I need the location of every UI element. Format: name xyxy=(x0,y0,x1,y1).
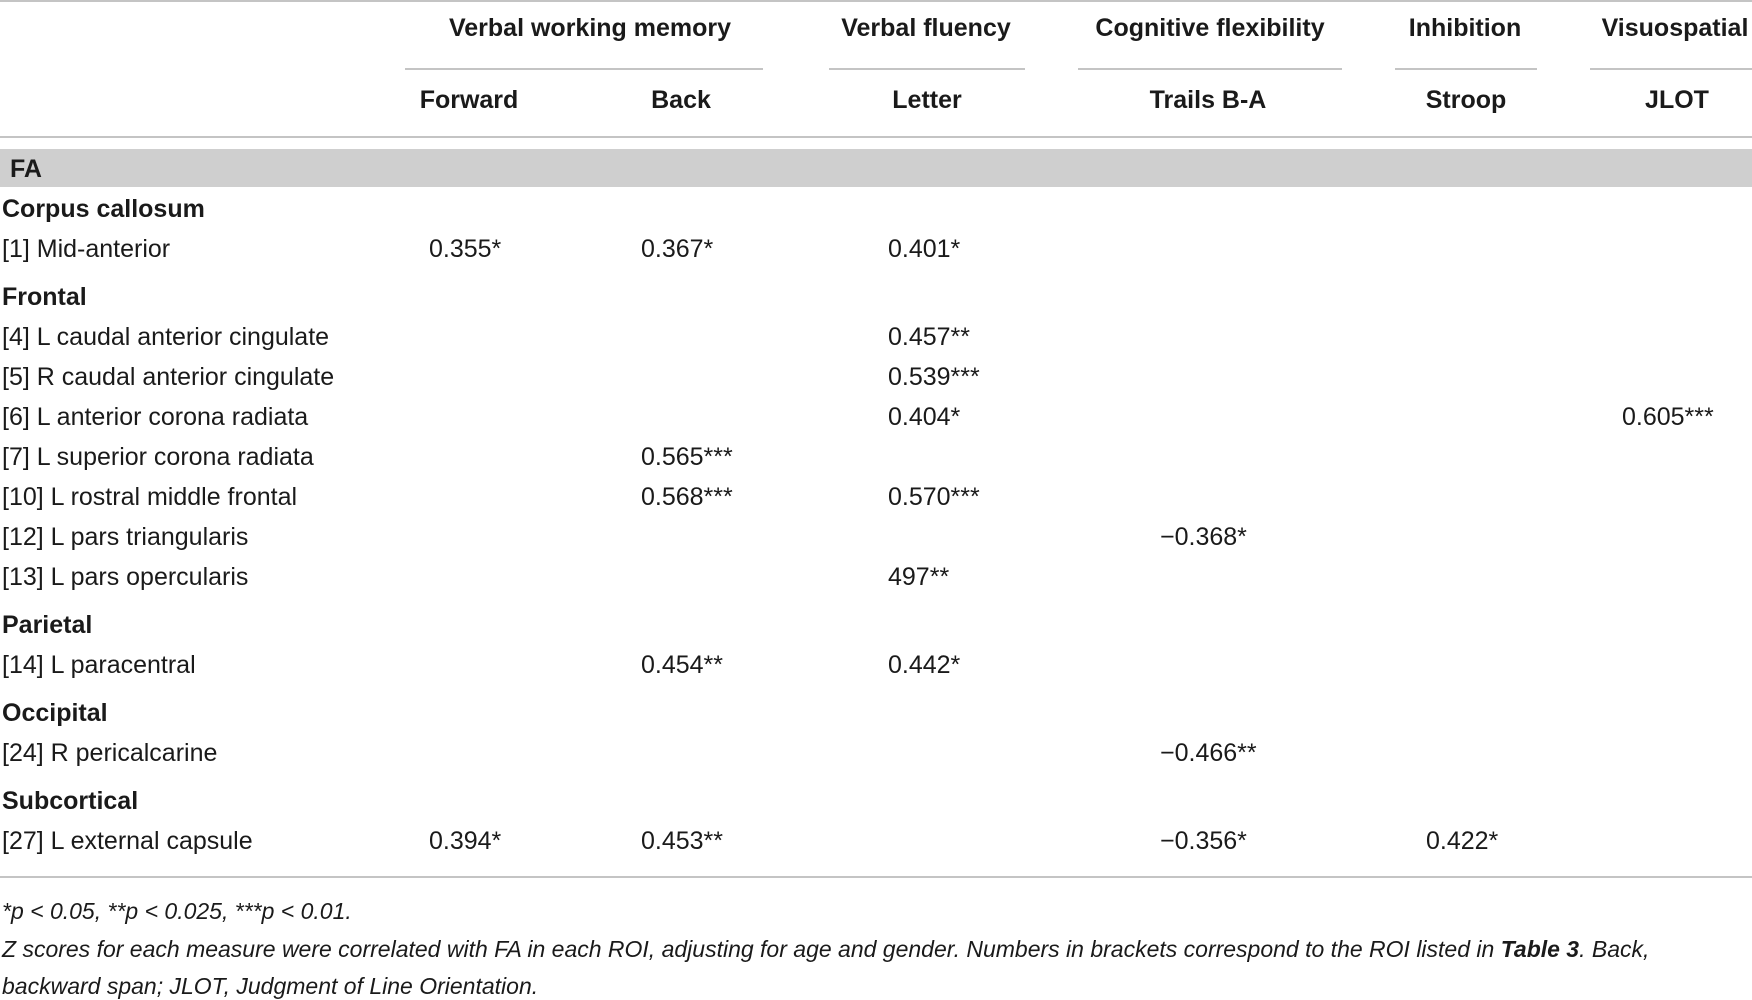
section-heading: Corpus callosum xyxy=(2,195,205,223)
section-heading-row: Occipital xyxy=(0,699,1752,735)
table-row: [4] L caudal anterior cingulate 0.457** xyxy=(0,323,1752,359)
group-header: Inhibition xyxy=(1408,14,1522,42)
table-cell: 0.565*** xyxy=(641,443,733,471)
table-cell: 0.367* xyxy=(641,235,714,263)
table-cell: −0.466** xyxy=(1160,739,1257,767)
section-heading-row: Subcortical xyxy=(0,787,1752,823)
roi-label: [12] L pars triangularis xyxy=(2,523,249,551)
table-cell: 0.422* xyxy=(1426,827,1499,855)
roi-label: [1] Mid-anterior xyxy=(2,235,171,263)
section-heading: Frontal xyxy=(2,283,87,311)
section-heading-row: Parietal xyxy=(0,611,1752,647)
column-header: Back xyxy=(651,86,711,114)
roi-label: [10] L rostral middle frontal xyxy=(2,483,298,511)
column-header: Stroop xyxy=(1425,86,1507,114)
table-cell: 0.394* xyxy=(429,827,502,855)
table-cell: 0.454** xyxy=(641,651,724,679)
footnote-significance: *p < 0.05, **p < 0.025, ***p < 0.01. xyxy=(2,898,352,924)
roi-label: [27] L external capsule xyxy=(2,827,253,855)
table-cell: −0.356* xyxy=(1160,827,1247,855)
column-header: Letter xyxy=(892,86,962,114)
table-cell: −0.368* xyxy=(1160,523,1247,551)
table-cell: 0.442* xyxy=(888,651,961,679)
table-cell: 0.355* xyxy=(429,235,502,263)
group-underline xyxy=(1590,68,1752,70)
group-underline xyxy=(829,68,1025,70)
roi-label: [24] R pericalcarine xyxy=(2,739,218,767)
roi-label: [4] L caudal anterior cingulate xyxy=(2,323,330,351)
section-heading: Occipital xyxy=(2,699,108,727)
group-header: Cognitive flexibility xyxy=(1095,14,1325,42)
table-row: [24] R pericalcarine −0.466** xyxy=(0,739,1752,775)
roi-label: [14] L paracentral xyxy=(2,651,196,679)
footnote-description-tail: . Back, xyxy=(1579,936,1650,962)
fa-band-label: FA xyxy=(10,155,42,183)
table-cell: 0.605*** xyxy=(1622,403,1714,431)
footnote-description: Z scores for each measure were correlate… xyxy=(2,936,1649,963)
table-cell: 0.401* xyxy=(888,235,961,263)
footnote-abbreviations: backward span; JLOT, Judgment of Line Or… xyxy=(2,973,539,999)
group-underline xyxy=(405,68,763,70)
table-row: [27] L external capsule 0.394* 0.453** −0.3… xyxy=(0,827,1752,863)
table-row: [6] L anterior corona radiata 0.404* 0.605… xyxy=(0,403,1752,439)
table-cell: 0.570*** xyxy=(888,483,980,511)
table-cell: 0.568*** xyxy=(641,483,733,511)
footnote-description-text: Z scores for each measure were correlate… xyxy=(2,936,1501,962)
section-heading-row: Frontal xyxy=(0,283,1752,319)
group-header: Verbal fluency xyxy=(841,14,1011,42)
section-heading-row: Corpus callosum xyxy=(0,195,1752,231)
column-header: JLOT xyxy=(1645,86,1709,114)
table-bottom-rule xyxy=(0,876,1752,878)
table-row: [13] L pars opercularis 497** xyxy=(0,563,1752,599)
group-underline xyxy=(1395,68,1537,70)
table-row: [7] L superior corona radiata 0.565*** xyxy=(0,443,1752,479)
roi-label: [6] L anterior corona radiata xyxy=(2,403,309,431)
table-cell: 0.404* xyxy=(888,403,961,431)
table-row: [10] L rostral middle frontal 0.568*** 0.5… xyxy=(0,483,1752,519)
table-cell: 0.539*** xyxy=(888,363,980,391)
footnote-table-ref: Table 3 xyxy=(1500,936,1580,962)
table-row: [5] R caudal anterior cingulate 0.539*** xyxy=(0,363,1752,399)
column-header: Trails B-A xyxy=(1149,86,1267,114)
group-header: Visuospatial xyxy=(1601,14,1749,42)
column-header: Forward xyxy=(419,86,519,114)
roi-label: [13] L pars opercularis xyxy=(2,563,249,591)
fa-band xyxy=(0,149,1752,187)
table-cell: 497** xyxy=(888,563,950,591)
roi-label: [7] L superior corona radiata xyxy=(2,443,314,471)
table-cell: 0.453** xyxy=(641,827,724,855)
table-cell: 0.457** xyxy=(888,323,971,351)
header-bottom-rule xyxy=(0,136,1752,138)
section-heading: Subcortical xyxy=(2,787,139,815)
table-row: [12] L pars triangularis −0.368* xyxy=(0,523,1752,559)
group-underline xyxy=(1078,68,1342,70)
table-row: [14] L paracentral 0.454** 0.442* xyxy=(0,651,1752,687)
table-top-rule xyxy=(0,0,1752,2)
table-row: [1] Mid-anterior 0.355* 0.367* 0.401* xyxy=(0,235,1752,271)
roi-label: [5] R caudal anterior cingulate xyxy=(2,363,335,391)
section-heading: Parietal xyxy=(2,611,93,639)
group-header: Verbal working memory xyxy=(448,14,732,42)
